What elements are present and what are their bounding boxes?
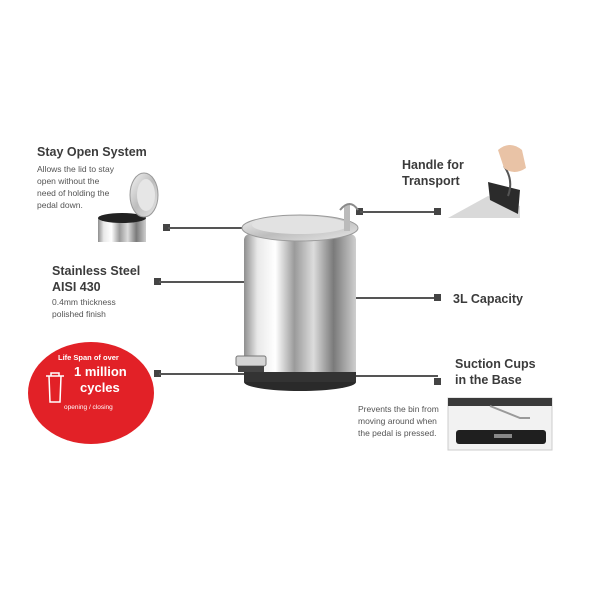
connector-dot	[154, 278, 161, 285]
connector-dot	[434, 378, 441, 385]
capacity-title: 3L Capacity	[453, 292, 523, 306]
connector-line	[338, 297, 438, 299]
lifespan-big1: 1 million	[74, 364, 127, 379]
handle-closeup-illustration	[448, 145, 526, 218]
connector-line	[159, 373, 249, 375]
main-bin-illustration	[235, 203, 359, 391]
connector-line	[168, 227, 264, 229]
connector-line	[318, 375, 438, 377]
connector-dot	[163, 224, 170, 231]
connector-line	[360, 211, 438, 213]
connector-line	[159, 281, 247, 283]
suction-title: Suction Cups in the Base	[455, 357, 536, 387]
lifespan-badge: Life Span of over 1 million cycles openi…	[28, 342, 154, 444]
connector-dot	[434, 294, 441, 301]
lifespan-line1: Life Span of over	[58, 353, 119, 362]
open-lid-bin-illustration	[98, 172, 159, 242]
bin-outline-icon	[46, 372, 64, 403]
lifespan-big2: cycles	[80, 380, 120, 395]
stay-open-title: Stay Open System	[37, 145, 147, 159]
lifespan-sub: opening / closing	[64, 404, 113, 411]
stay-open-description: Allows the lid to stay open without the …	[37, 164, 115, 210]
stainless-title: Stainless Steel AISI 430	[52, 264, 141, 294]
connector-dot	[434, 208, 441, 215]
connector-dot	[154, 370, 161, 377]
base-closeup-illustration	[447, 397, 553, 451]
stainless-description: 0.4mm thickness polished finish	[52, 297, 116, 319]
connector-dot	[356, 208, 363, 215]
handle-title: Handle for Transport	[402, 158, 464, 188]
suction-description: Prevents the bin from moving around when…	[358, 404, 439, 438]
